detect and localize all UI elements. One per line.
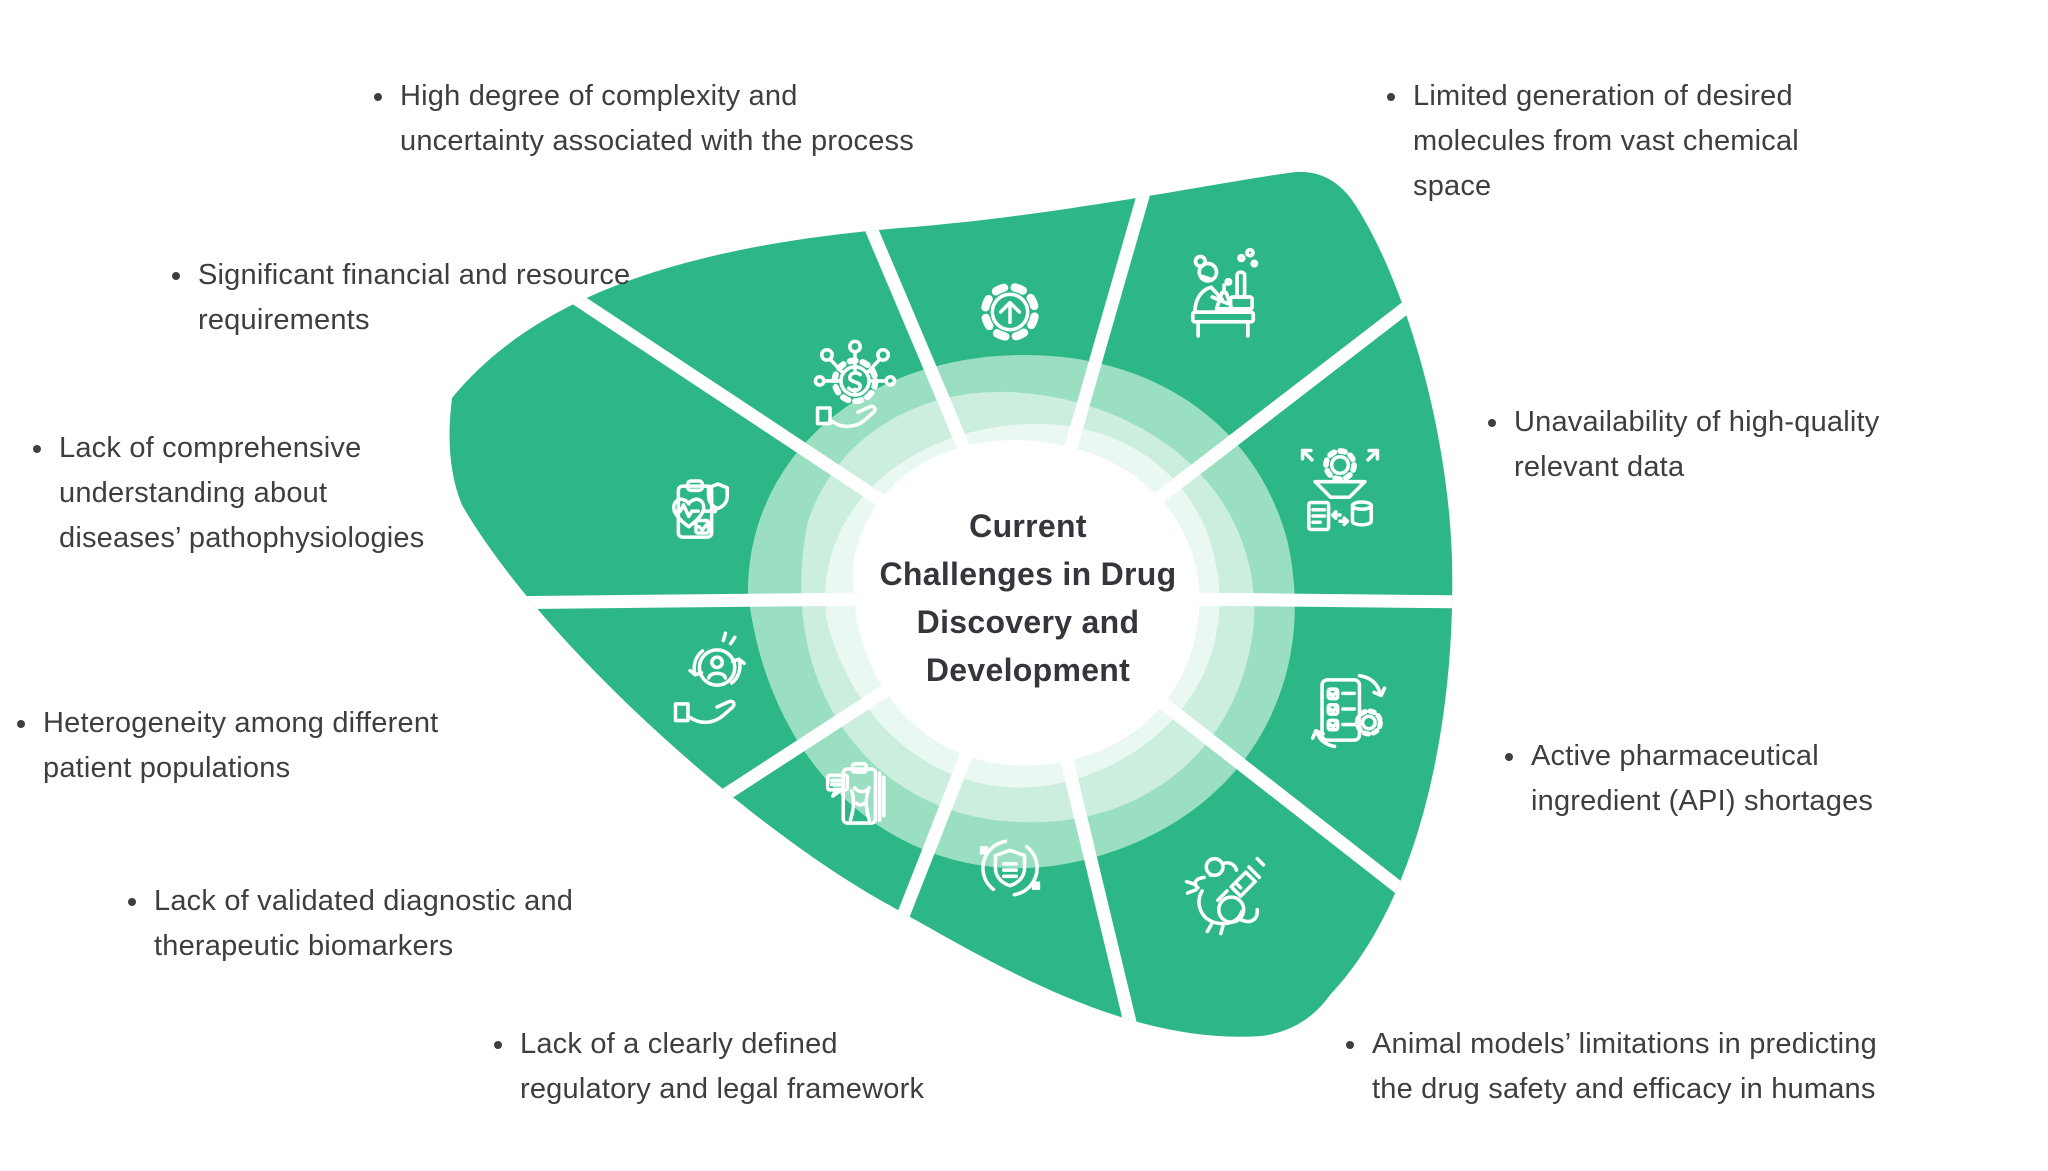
bullet-dot — [494, 1041, 502, 1049]
diagram-title: Current Challenges in Drug Discovery and… — [879, 508, 1177, 688]
divider — [1056, 742, 1187, 1037]
challenge-label-animal-models: Animal models’ limitations in predicting… — [1346, 1022, 1877, 1112]
challenge-text: Animal models’ limitations in predicting… — [1372, 1028, 1877, 1105]
challenge-label-complexity: High degree of complexity and uncertaint… — [374, 74, 914, 164]
bullet-dot — [172, 272, 180, 280]
challenge-text: Lack of validated diagnostic and therape… — [154, 885, 574, 962]
challenge-label-regulatory: Lack of a clearly defined regulatory and… — [494, 1022, 925, 1112]
challenge-label-molecules: Limited generation of desired molecules … — [1387, 74, 1799, 209]
bullet-dot — [33, 445, 41, 453]
challenge-label-pathophysiology: Lack of comprehensive understanding abou… — [33, 426, 425, 561]
divider — [1141, 684, 1453, 1004]
divider — [1143, 196, 1453, 513]
bullet-dot — [1387, 93, 1395, 101]
challenge-text: Unavailability of high-quality relevant … — [1514, 406, 1880, 483]
challenge-label-financial: Significant financial and resource requi… — [172, 253, 631, 343]
bullet-dot — [17, 720, 25, 728]
challenge-text: Active pharmaceutical ingredient (API) s… — [1531, 740, 1874, 817]
challenge-label-data: Unavailability of high-quality relevant … — [1488, 400, 1880, 490]
bullet-dot — [1505, 753, 1513, 761]
bullet-dot — [1346, 1041, 1354, 1049]
bullet-dot — [1488, 419, 1496, 427]
challenge-text: Significant financial and resource requi… — [198, 259, 631, 336]
challenge-label-api-shortages: Active pharmaceutical ingredient (API) s… — [1505, 734, 1874, 824]
bullet-dot — [128, 898, 136, 906]
challenge-text: High degree of complexity and uncertaint… — [400, 80, 914, 157]
challenge-label-biomarkers: Lack of validated diagnostic and therape… — [128, 879, 574, 969]
divider — [1177, 592, 1453, 611]
bullet-dot — [374, 93, 382, 101]
challenge-text: Heterogeneity among different patient po… — [43, 707, 439, 784]
challenge-label-heterogeneity: Heterogeneity among different patient po… — [17, 701, 439, 791]
divider — [1062, 171, 1214, 456]
challenge-text: Lack of comprehensive understanding abou… — [59, 432, 425, 554]
challenge-text: Limited generation of desired molecules … — [1413, 80, 1799, 202]
challenge-text: Lack of a clearly defined regulatory and… — [520, 1028, 925, 1105]
